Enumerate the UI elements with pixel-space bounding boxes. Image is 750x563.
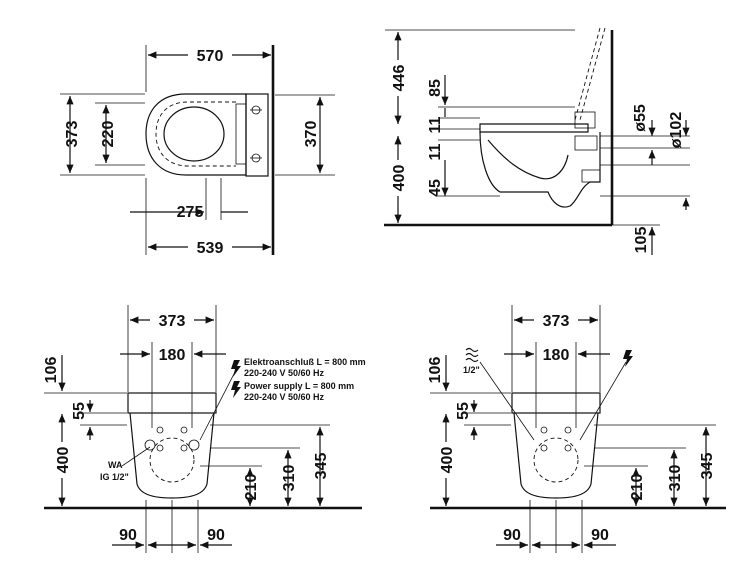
dim-180-left: 180	[159, 347, 186, 364]
dim-400-left: 400	[55, 447, 72, 474]
fixing-points-left	[144, 426, 200, 452]
dim-400-right: 400	[439, 447, 456, 474]
power-note-de-line1: Elektroanschluß L = 800 mm	[244, 357, 366, 367]
dim-180-right: 180	[543, 347, 570, 364]
wa-label: WA	[108, 460, 123, 470]
dim-220: 220	[100, 121, 117, 148]
dim-90a-left: 90	[119, 527, 137, 544]
dim-11a: 11	[427, 116, 444, 133]
front-view-right: 373 180 106 1/2" 55 400 210 310	[427, 305, 726, 553]
dim-85: 85	[427, 79, 444, 97]
dim-345-right: 345	[699, 453, 716, 480]
power-note-en-line2: 220-240 V 50/60 Hz	[244, 392, 325, 402]
dim-o55: ø55	[632, 104, 649, 132]
top-view: 570 373 220 370 275 539	[60, 45, 335, 257]
water-size: 1/2"	[463, 365, 480, 375]
dim-90b-left: 90	[207, 527, 225, 544]
dim-373-left: 373	[159, 313, 186, 330]
dim-310-left: 310	[281, 465, 298, 492]
dim-373-top: 373	[64, 121, 81, 148]
dim-570: 570	[197, 48, 224, 65]
dim-345-left: 345	[313, 453, 330, 480]
fixing-points-right	[540, 426, 572, 452]
dim-55-left: 55	[71, 402, 88, 420]
dim-310-right: 310	[667, 465, 684, 492]
dim-446: 446	[391, 65, 408, 92]
dim-55-right: 55	[455, 402, 472, 420]
dim-106-right: 106	[427, 357, 444, 384]
dim-373-right: 373	[543, 313, 570, 330]
power-note-en-line1: Power supply L = 800 mm	[244, 381, 354, 391]
water-waves-icon	[465, 347, 479, 363]
lightning-icon	[231, 381, 241, 398]
side-view: 446 400 85 11 11 45 ø55 ø102 105	[384, 27, 690, 255]
dim-90b-right: 90	[591, 527, 609, 544]
power-note-de-line2: 220-240 V 50/60 Hz	[244, 368, 325, 378]
dim-106-left: 106	[43, 357, 60, 384]
dim-539: 539	[197, 240, 224, 257]
front-view-left: 373 180 106 55 400 210 310 345 90 90 WA	[43, 305, 366, 553]
lightning-icon	[231, 360, 241, 377]
dim-105: 105	[633, 227, 650, 254]
dim-11b: 11	[427, 143, 444, 160]
dim-370: 370	[303, 121, 320, 148]
dim-90a-right: 90	[503, 527, 521, 544]
mounting-marks	[250, 105, 262, 163]
dim-o102: ø102	[668, 112, 685, 149]
dim-210-left: 210	[243, 474, 260, 501]
dim-275: 275	[177, 204, 204, 221]
dim-45: 45	[427, 179, 444, 197]
wa-size: IG 1/2"	[100, 472, 129, 482]
lightning-icon	[623, 350, 633, 367]
dim-210-right: 210	[629, 474, 646, 501]
dim-400-side: 400	[391, 165, 408, 192]
